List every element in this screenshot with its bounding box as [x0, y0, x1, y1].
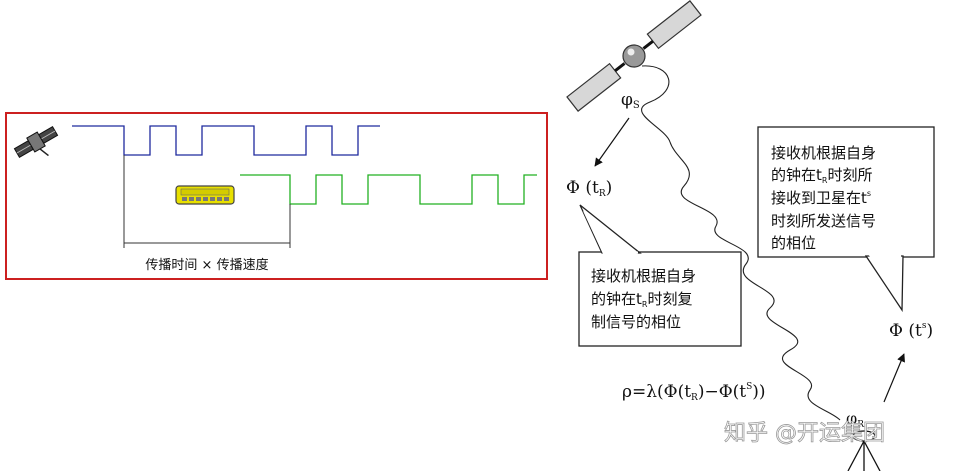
propagation-path [641, 65, 841, 421]
satellite-phase-arrow [594, 117, 630, 167]
satellite-signal-wave [72, 125, 380, 156]
right-callout-line1: 接收机根据自身 [771, 144, 876, 162]
receiver-antenna-icon [847, 430, 881, 471]
right-callout-line4: 时刻所发送信号 [771, 212, 876, 230]
satellite-phase-label: φS [621, 90, 640, 111]
gps-satellite-icon [566, 0, 702, 112]
receiver-device-icon [175, 185, 235, 205]
delay-dimension-marker [123, 155, 291, 248]
receiver-phase-label: Φ (tR) [566, 178, 612, 199]
receiver-phase-arrow [883, 353, 905, 403]
left-callout-line1: 接收机根据自身 [591, 267, 696, 285]
delay-formula-label: 传播时间 × 传播速度 [145, 257, 268, 273]
left-callout [578, 204, 742, 347]
right-callout-line3: 接收到卫星在ts [771, 189, 871, 207]
left-satellite-icon [13, 125, 59, 159]
watermark: 知乎 @开运集团 [724, 421, 885, 446]
signal-frame [5, 112, 548, 280]
left-callout-line2: 的钟在tR时刻复 [591, 290, 692, 309]
left-callout-line3: 制信号的相位 [591, 313, 681, 331]
satellite-send-phase-label: Φ (ts) [889, 321, 933, 341]
pseudorange-formula: ρ=λ(Φ(tR)−Φ(tS)) [622, 382, 766, 403]
right-callout [757, 126, 935, 313]
right-callout-line2: 的钟在tR时刻所 [771, 166, 872, 185]
receiver-signal-wave [240, 174, 537, 205]
receiver-phase-symbol: φR [846, 409, 864, 430]
right-callout-line5: 的相位 [771, 234, 816, 252]
